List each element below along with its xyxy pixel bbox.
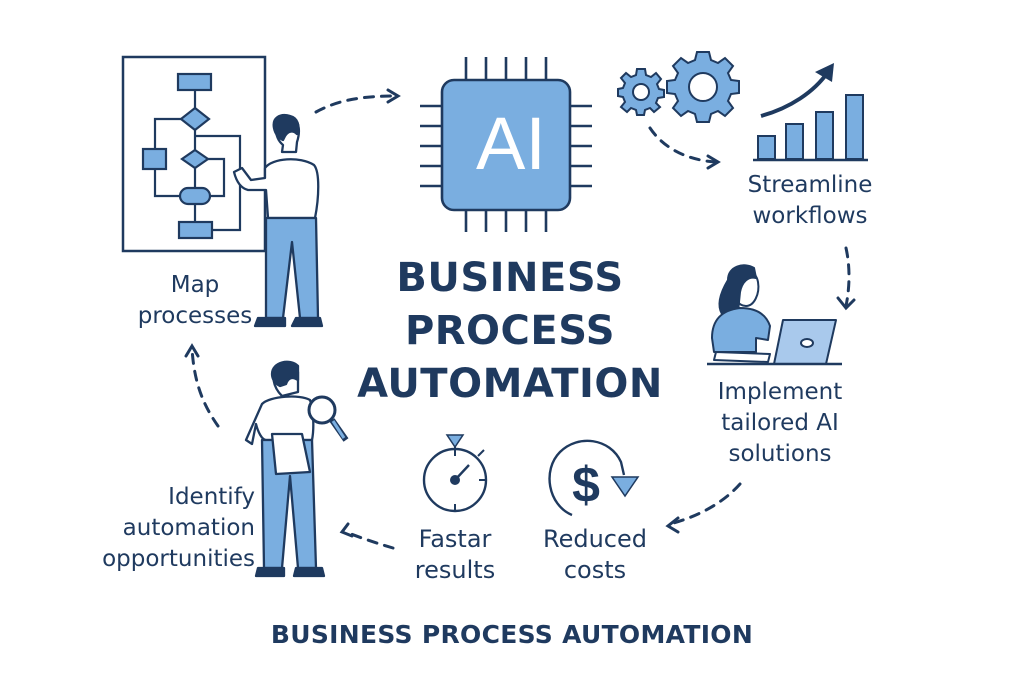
svg-text:$: $ bbox=[572, 457, 600, 513]
arrow-gears-to-chart bbox=[648, 126, 718, 164]
step-label-map: Map processes bbox=[137, 272, 253, 329]
step-label-faster: Fastar results bbox=[414, 525, 496, 584]
ai-chip-label: AI bbox=[476, 102, 546, 185]
step-label-streamline: Streamline workflows bbox=[747, 172, 873, 229]
arrow-map-to-ai bbox=[314, 94, 398, 114]
step-label-identify: Identify automation opportunities bbox=[102, 484, 255, 572]
arrow-faster-to-identify bbox=[344, 530, 395, 550]
step-label-costs: Reduced costs bbox=[542, 525, 647, 584]
step-label-implement: Implement tailored AI solutions bbox=[717, 379, 843, 467]
footer-title: BUSINESS PROCESS AUTOMATION bbox=[270, 620, 754, 649]
center-title: BUSINESS PROCESS AUTOMATION bbox=[357, 255, 663, 407]
arrow-streamline-to-implement bbox=[844, 246, 851, 308]
arrow-identify-to-map bbox=[190, 346, 220, 428]
arrow-implement-to-costs bbox=[668, 482, 742, 526]
